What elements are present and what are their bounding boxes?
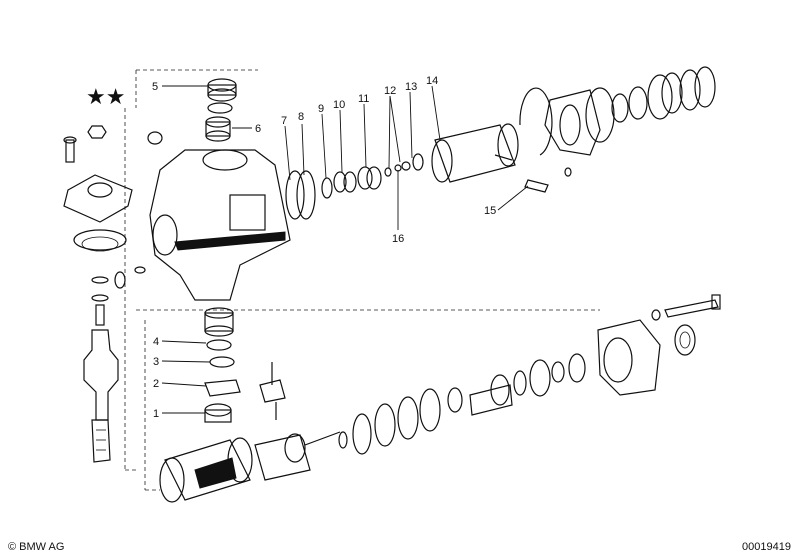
callout-16: 16 [392,233,404,245]
callout-3: 3 [153,356,159,368]
worm-valve-assembly [159,353,586,503]
lower-mounting-parts [204,307,286,423]
callout-labels: 1 2 3 4 5 6 7 8 9 10 11 12 13 14 15 16 [152,75,496,420]
sector-shaft [83,329,119,421]
seal-ring [73,229,127,251]
callout-14: 14 [426,75,438,87]
steering-box-housing [114,131,291,301]
callout-12: 12 [384,85,396,97]
callout-11: 11 [358,93,369,105]
callout-10: 10 [333,99,345,111]
double-star-marker: ★★ [86,84,125,109]
callout-4: 4 [153,336,159,348]
bolt [65,139,75,163]
copyright-label: © BMW AG [8,541,65,553]
cover-plate [63,174,133,223]
callout-13: 13 [405,81,417,93]
piston [431,123,519,183]
callout-9: 9 [318,103,324,115]
control-valve-parts [285,153,424,220]
sector-shaft-group [63,125,133,463]
leader-lines [161,85,529,414]
callout-1: 1 [153,408,159,420]
callout-6: 6 [255,123,261,135]
upper-bearing-stack [205,78,237,142]
callout-15: 15 [484,205,496,217]
nut [87,125,107,139]
callout-8: 8 [298,111,304,123]
callout-5: 5 [152,81,158,93]
callout-7: 7 [281,115,287,127]
assembly-frame-upper [124,69,600,491]
lower-end-housing [597,294,721,396]
end-cover-group [519,66,716,193]
diagram-id-label: 00019419 [742,541,791,553]
callout-2: 2 [153,378,159,390]
